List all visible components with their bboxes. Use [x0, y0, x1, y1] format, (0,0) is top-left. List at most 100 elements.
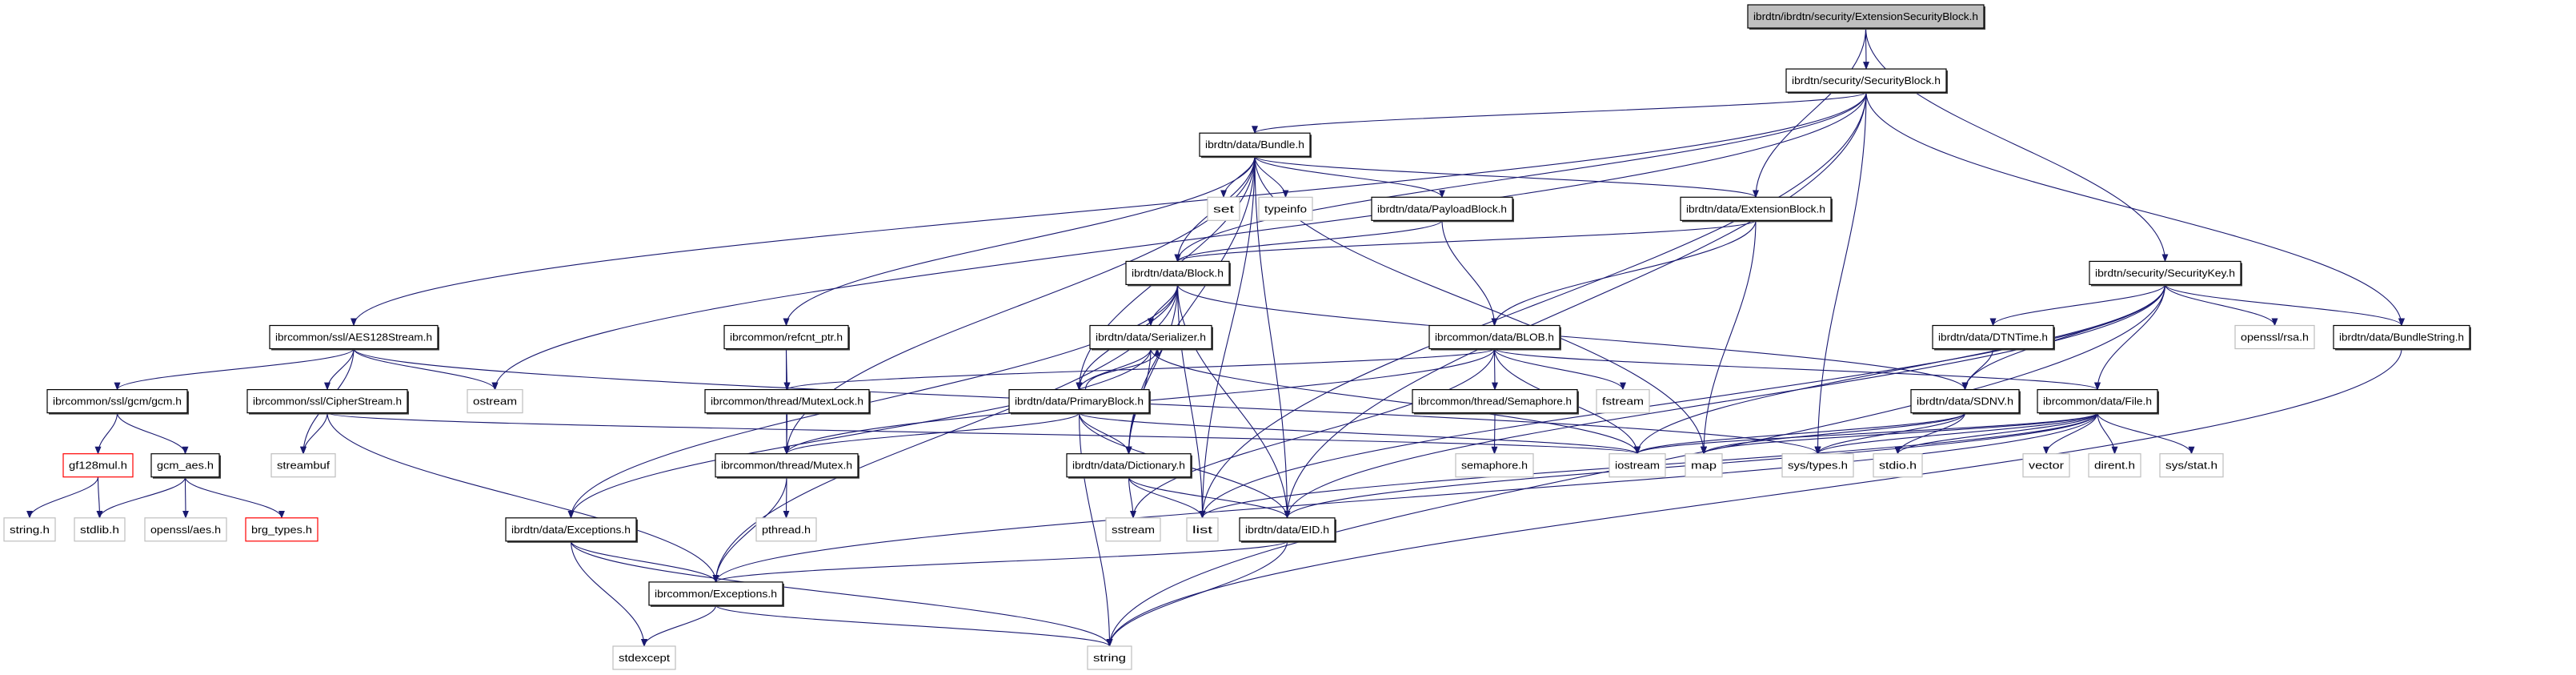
node-label: ibrdtn/data/DTNTime.h	[1938, 332, 2048, 344]
edge-dict-to-eid	[1128, 476, 1291, 519]
node-esb[interactable]: ibrdtn/ibrdtn/security/ExtensionSecurity…	[1747, 4, 1985, 30]
node-set: set	[1207, 196, 1240, 221]
node-label: openssl/rsa.h	[2241, 332, 2309, 344]
node-label: sys/stat.h	[2165, 460, 2217, 472]
node-box	[2333, 324, 2470, 350]
node-box	[1008, 389, 1150, 414]
node-eid[interactable]: ibrdtn/data/EID.h	[1239, 517, 1336, 543]
node-box	[1932, 324, 2054, 350]
node-box	[1747, 4, 1985, 29]
edge-file-to-icexc	[712, 412, 2098, 583]
node-cipher[interactable]: ibrcommon/ssl/CipherStream.h	[246, 389, 409, 415]
node-gcm[interactable]: ibrcommon/ssl/gcm/gcm.h	[46, 389, 189, 415]
node-string: string	[1087, 645, 1132, 670]
node-label: iostream	[1615, 460, 1660, 472]
edge-seckey-to-iostream	[1634, 284, 2166, 455]
node-file[interactable]: ibrcommon/data/File.h	[2037, 389, 2159, 415]
node-semh: semaphore.h	[1455, 453, 1534, 478]
edge-gf128-to-stringh	[26, 476, 99, 519]
node-label: ibrdtn/data/Bundle.h	[1205, 139, 1304, 151]
node-mutex[interactable]: ibrcommon/thread/Mutex.h	[715, 453, 859, 479]
node-box	[270, 453, 336, 478]
node-label: dirent.h	[2094, 460, 2135, 472]
edge-esb-to-extblock	[1753, 27, 1867, 199]
node-dtntime[interactable]: ibrdtn/data/DTNTime.h	[1932, 324, 2055, 351]
node-secblock[interactable]: ibrdtn/security/SecurityBlock.h	[1785, 68, 1948, 94]
node-label: set	[1213, 203, 1235, 215]
node-box	[1873, 453, 1923, 478]
node-label: gcm_aes.h	[157, 460, 214, 472]
node-gcmaes[interactable]: gcm_aes.h	[150, 453, 221, 479]
node-box	[704, 389, 870, 414]
edge-seckey-to-rsa	[2164, 284, 2278, 327]
node-icexc[interactable]: ibrcommon/Exceptions.h	[648, 581, 784, 607]
node-block[interactable]: ibrdtn/data/Block.h	[1125, 260, 1231, 287]
edge-bundle-to-eid	[1254, 156, 1291, 519]
node-box	[46, 389, 188, 414]
node-blob[interactable]: ibrcommon/data/BLOB.h	[1428, 324, 1561, 351]
node-gf128[interactable]: gf128mul.h	[62, 453, 134, 478]
node-serializer[interactable]: ibrdtn/data/Serializer.h	[1089, 324, 1213, 351]
edge-file-to-systypes	[1814, 412, 2098, 455]
node-label: ibrdtn/data/Serializer.h	[1096, 332, 1206, 344]
node-box	[648, 581, 783, 606]
node-label: ostream	[473, 396, 517, 408]
node-dict[interactable]: ibrdtn/data/Dictionary.h	[1066, 453, 1192, 479]
node-label: semaphore.h	[1461, 460, 1528, 472]
node-payload[interactable]: ibrdtn/data/PayloadBlock.h	[1371, 196, 1514, 223]
edge-secblock-to-systypes	[1814, 92, 1867, 455]
node-dtnexc[interactable]: ibrdtn/data/Exceptions.h	[505, 517, 638, 543]
node-sysstat: sys/stat.h	[2159, 453, 2224, 478]
node-box	[1428, 324, 1560, 350]
edge-bstring-to-string	[1106, 348, 2402, 647]
edge-eid-to-string	[1106, 540, 1288, 647]
node-box	[2037, 389, 2158, 414]
node-label: sstream	[1112, 524, 1155, 536]
edge-gcmaes-to-brg	[184, 476, 285, 519]
node-box	[1412, 389, 1578, 414]
node-dirent: dirent.h	[2088, 453, 2141, 478]
node-label: ibrdtn/data/SDNV.h	[1917, 396, 2013, 408]
node-box	[1608, 453, 1666, 478]
node-box	[245, 517, 318, 542]
node-sdnv[interactable]: ibrdtn/data/SDNV.h	[1910, 389, 2021, 415]
edge-primary-to-iostream	[1078, 412, 1641, 455]
edge-seckey-to-dtntime	[1989, 284, 2166, 327]
edge-block-to-eid	[1176, 284, 1291, 519]
edge-bundle-to-extblock	[1254, 155, 1759, 199]
node-semaphore[interactable]: ibrcommon/thread/Semaphore.h	[1412, 389, 1579, 415]
edge-file-to-map	[1701, 412, 2098, 455]
edge-blob-to-fstream	[1493, 348, 1626, 391]
node-box	[269, 324, 439, 350]
node-refcnt[interactable]: ibrcommon/refcnt_ptr.h	[723, 324, 850, 351]
node-label: ibrcommon/thread/Semaphore.h	[1418, 396, 1572, 408]
edge-payload-to-block	[1174, 219, 1443, 263]
edge-seckey-to-eid	[1284, 284, 2166, 519]
node-brg[interactable]: brg_types.h	[245, 517, 318, 542]
node-bundle[interactable]: ibrdtn/data/Bundle.h	[1199, 132, 1312, 159]
edge-file-to-iostream	[1634, 412, 2098, 455]
node-label: ibrcommon/ssl/CipherStream.h	[253, 396, 402, 408]
node-box	[1685, 453, 1723, 478]
edge-seckey-to-list	[1199, 284, 2166, 519]
node-box	[1258, 196, 1313, 221]
node-iostream: iostream	[1608, 453, 1666, 478]
node-label: string.h	[10, 524, 50, 536]
edge-extblock-to-blob	[1491, 220, 1757, 327]
node-aes[interactable]: ibrcommon/ssl/AES128Stream.h	[269, 324, 439, 351]
edge-gcm-to-gf128	[94, 412, 118, 455]
node-mutexlock[interactable]: ibrcommon/thread/MutexLock.h	[704, 389, 871, 415]
node-seckey[interactable]: ibrdtn/security/SecurityKey.h	[2089, 260, 2242, 287]
node-box	[1596, 389, 1650, 414]
edge-bundle-to-refcnt	[783, 156, 1256, 327]
node-label: stdexcept	[619, 653, 671, 664]
edge-bundle-to-list	[1199, 156, 1256, 519]
node-label: ibrcommon/ssl/gcm/gcm.h	[53, 396, 182, 408]
node-box	[1105, 517, 1161, 542]
node-box	[246, 389, 408, 414]
node-label: string	[1093, 653, 1126, 664]
node-extblock[interactable]: ibrdtn/data/ExtensionBlock.h	[1680, 196, 1833, 223]
node-label: ibrdtn/data/Dictionary.h	[1072, 460, 1185, 472]
node-primary[interactable]: ibrdtn/data/PrimaryBlock.h	[1008, 389, 1151, 415]
node-bstring[interactable]: ibrdtn/data/BundleString.h	[2333, 324, 2471, 351]
